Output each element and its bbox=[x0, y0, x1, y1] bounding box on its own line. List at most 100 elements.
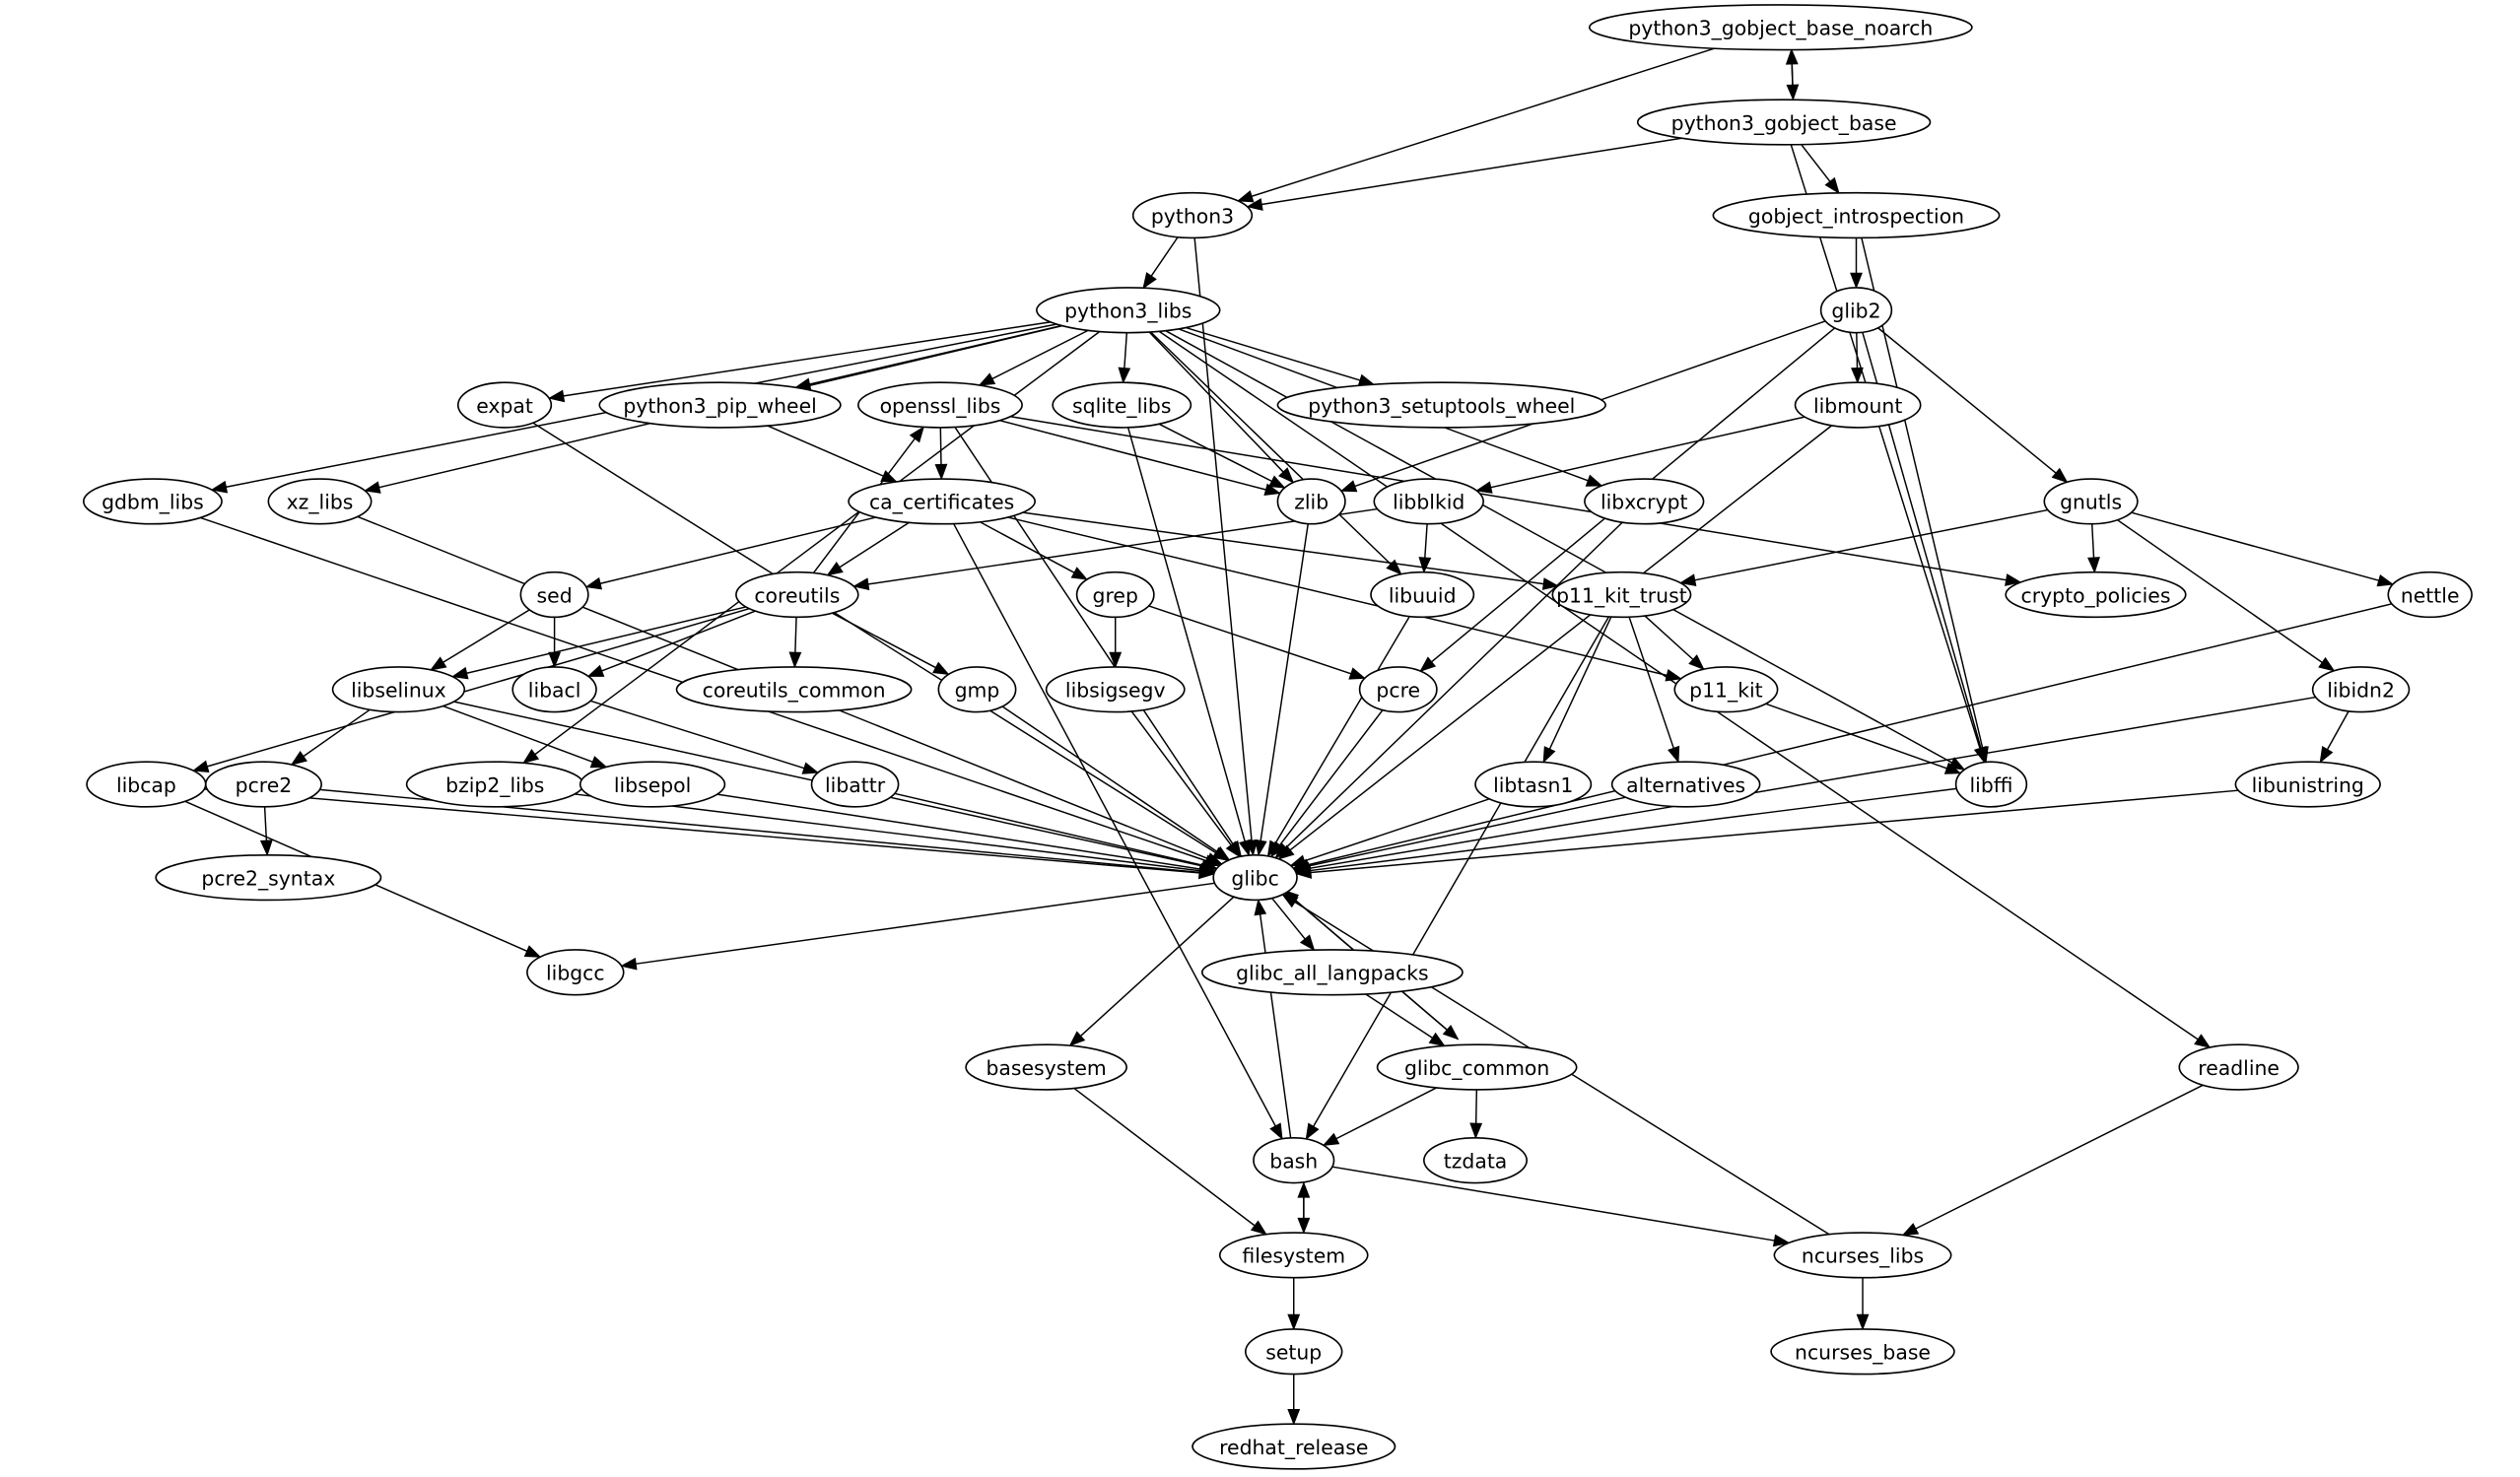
node-zlib[interactable]: zlib bbox=[1276, 478, 1346, 525]
edge-line bbox=[1790, 144, 1981, 749]
edge-line bbox=[303, 708, 371, 758]
node-ncurses_libs[interactable]: ncurses_libs bbox=[1773, 1232, 1952, 1279]
edge-line bbox=[809, 324, 1062, 385]
node-ellipse bbox=[1474, 761, 1593, 808]
node-gdbm_libs[interactable]: gdbm_libs bbox=[82, 478, 223, 525]
edge-libsigsegv-to-glibc bbox=[1130, 710, 1241, 858]
node-libxcrypt[interactable]: libxcrypt bbox=[1584, 478, 1705, 525]
node-libffi[interactable]: libffi bbox=[1954, 761, 2028, 808]
node-ncurses_base[interactable]: ncurses_base bbox=[1770, 1328, 1955, 1376]
node-label: gmp bbox=[955, 679, 1000, 703]
edge-python3_libs-to-zlib bbox=[1148, 331, 1295, 484]
edge-line bbox=[1259, 913, 1292, 1138]
node-expat[interactable]: expat bbox=[456, 381, 553, 429]
arrowhead-icon bbox=[2376, 573, 2395, 587]
node-bzip2_libs[interactable]: bzip2_libs bbox=[405, 761, 584, 808]
edge-python3_pip_wheel-to-ca_certificates bbox=[767, 425, 898, 483]
node-glibc[interactable]: glibc bbox=[1212, 853, 1298, 902]
node-bash[interactable]: bash bbox=[1253, 1137, 1335, 1184]
arrowhead-icon bbox=[1269, 1122, 1283, 1141]
arrowhead-icon bbox=[1281, 894, 1299, 908]
node-basesystem[interactable]: basesystem bbox=[965, 1043, 1127, 1091]
arrowhead-icon bbox=[1428, 1032, 1446, 1047]
node-readline[interactable]: readline bbox=[2178, 1043, 2299, 1091]
arrowhead-icon bbox=[1772, 1234, 1791, 1247]
node-setup[interactable]: setup bbox=[1245, 1328, 1343, 1376]
node-ellipse bbox=[1673, 666, 1779, 713]
node-coreutils[interactable]: coreutils bbox=[735, 571, 859, 619]
node-label: libtasn1 bbox=[1493, 773, 1573, 797]
edge-coreutils-to-libacl bbox=[586, 610, 756, 677]
node-libuuid[interactable]: libuuid bbox=[1370, 571, 1475, 619]
node-ellipse bbox=[810, 761, 900, 808]
node-nettle[interactable]: nettle bbox=[2387, 571, 2473, 619]
node-python3[interactable]: python3 bbox=[1131, 191, 1254, 239]
arrowhead-icon bbox=[589, 756, 608, 769]
node-python3_pip_wheel[interactable]: python3_pip_wheel bbox=[598, 381, 842, 429]
edge-line bbox=[991, 329, 1089, 380]
node-glibc_all_langpacks[interactable]: glibc_all_langpacks bbox=[1200, 949, 1464, 996]
node-xz_libs[interactable]: xz_libs bbox=[267, 478, 373, 525]
node-p11_kit[interactable]: p11_kit bbox=[1673, 666, 1779, 713]
node-label: nettle bbox=[2401, 583, 2460, 607]
node-alternatives[interactable]: alternatives bbox=[1610, 761, 1761, 808]
node-gnutls[interactable]: gnutls bbox=[2043, 478, 2139, 525]
node-libselinux[interactable]: libselinux bbox=[331, 666, 466, 713]
arrowhead-icon bbox=[1856, 1313, 1870, 1331]
node-pcre[interactable]: pcre bbox=[1358, 666, 1438, 713]
node-label: filesystem bbox=[1242, 1244, 1345, 1268]
edge-line bbox=[1148, 605, 1352, 675]
node-libcap[interactable]: libcap bbox=[86, 761, 207, 808]
arrowhead-icon bbox=[909, 426, 925, 443]
node-p11_kit_trust[interactable]: p11_kit_trust bbox=[1551, 571, 1692, 619]
node-libmount[interactable]: libmount bbox=[1794, 381, 1922, 429]
node-ellipse bbox=[1610, 761, 1761, 808]
arrowhead-icon bbox=[210, 480, 229, 494]
node-libsepol[interactable]: libsepol bbox=[579, 761, 726, 808]
node-libblkid[interactable]: libblkid bbox=[1373, 478, 1484, 525]
edge-line bbox=[1148, 331, 1284, 473]
node-libtasn1[interactable]: libtasn1 bbox=[1474, 761, 1593, 808]
node-libunistring[interactable]: libunistring bbox=[2234, 761, 2381, 808]
edge-python3_gobject_base-to-python3 bbox=[1246, 137, 1682, 211]
node-pcre2[interactable]: pcre2 bbox=[204, 761, 322, 808]
node-gobject_introspection[interactable]: gobject_introspection bbox=[1712, 191, 2001, 239]
node-redhat_release[interactable]: redhat_release bbox=[1192, 1423, 1396, 1470]
node-libsigsegv[interactable]: libsigsegv bbox=[1045, 666, 1186, 713]
node-libacl[interactable]: libacl bbox=[511, 666, 597, 713]
edge-line bbox=[599, 516, 876, 584]
node-libgcc[interactable]: libgcc bbox=[526, 949, 625, 996]
node-label: python3_pip_wheel bbox=[623, 394, 816, 418]
edge-pcre-to-glibc bbox=[1269, 709, 1384, 858]
node-python3_gobject_base[interactable]: python3_gobject_base bbox=[1636, 99, 1932, 146]
edge-line bbox=[999, 419, 1266, 491]
node-glibc_common[interactable]: glibc_common bbox=[1376, 1043, 1578, 1091]
arrowhead-icon bbox=[1287, 1409, 1301, 1426]
node-tzdata[interactable]: tzdata bbox=[1423, 1137, 1529, 1184]
node-filesystem[interactable]: filesystem bbox=[1218, 1232, 1369, 1279]
node-ellipse bbox=[1636, 99, 1932, 146]
node-ca_certificates[interactable]: ca_certificates bbox=[848, 478, 1037, 525]
node-label: coreutils bbox=[754, 583, 840, 607]
node-pcre2_syntax[interactable]: pcre2_syntax bbox=[155, 853, 382, 902]
arrowhead-icon bbox=[2194, 1034, 2212, 1048]
node-crypto_policies[interactable]: crypto_policies bbox=[2005, 571, 2187, 619]
node-coreutils_common[interactable]: coreutils_common bbox=[675, 666, 913, 713]
node-openssl_libs[interactable]: openssl_libs bbox=[856, 381, 1023, 429]
node-libidn2[interactable]: libidn2 bbox=[2311, 666, 2411, 713]
node-python3_gobject_base_noarch[interactable]: python3_gobject_base_noarch bbox=[1588, 4, 1973, 51]
node-ellipse bbox=[1588, 4, 1973, 51]
node-label: crypto_policies bbox=[2021, 583, 2171, 607]
node-sed[interactable]: sed bbox=[519, 571, 589, 619]
edge-line bbox=[1007, 516, 1668, 677]
node-grep[interactable]: grep bbox=[1075, 571, 1155, 619]
edge-line bbox=[204, 788, 1200, 874]
node-sqlite_libs[interactable]: sqlite_libs bbox=[1052, 381, 1192, 429]
edge-line bbox=[980, 521, 1075, 573]
edge-ca_certificates-to-p11_kit bbox=[1007, 516, 1682, 682]
node-libattr[interactable]: libattr bbox=[810, 761, 900, 808]
node-glib2[interactable]: glib2 bbox=[1819, 287, 1893, 334]
node-python3_setuptools_wheel[interactable]: python3_setuptools_wheel bbox=[1276, 381, 1606, 429]
node-gmp[interactable]: gmp bbox=[937, 666, 1017, 713]
node-python3_libs[interactable]: python3_libs bbox=[1036, 287, 1221, 334]
